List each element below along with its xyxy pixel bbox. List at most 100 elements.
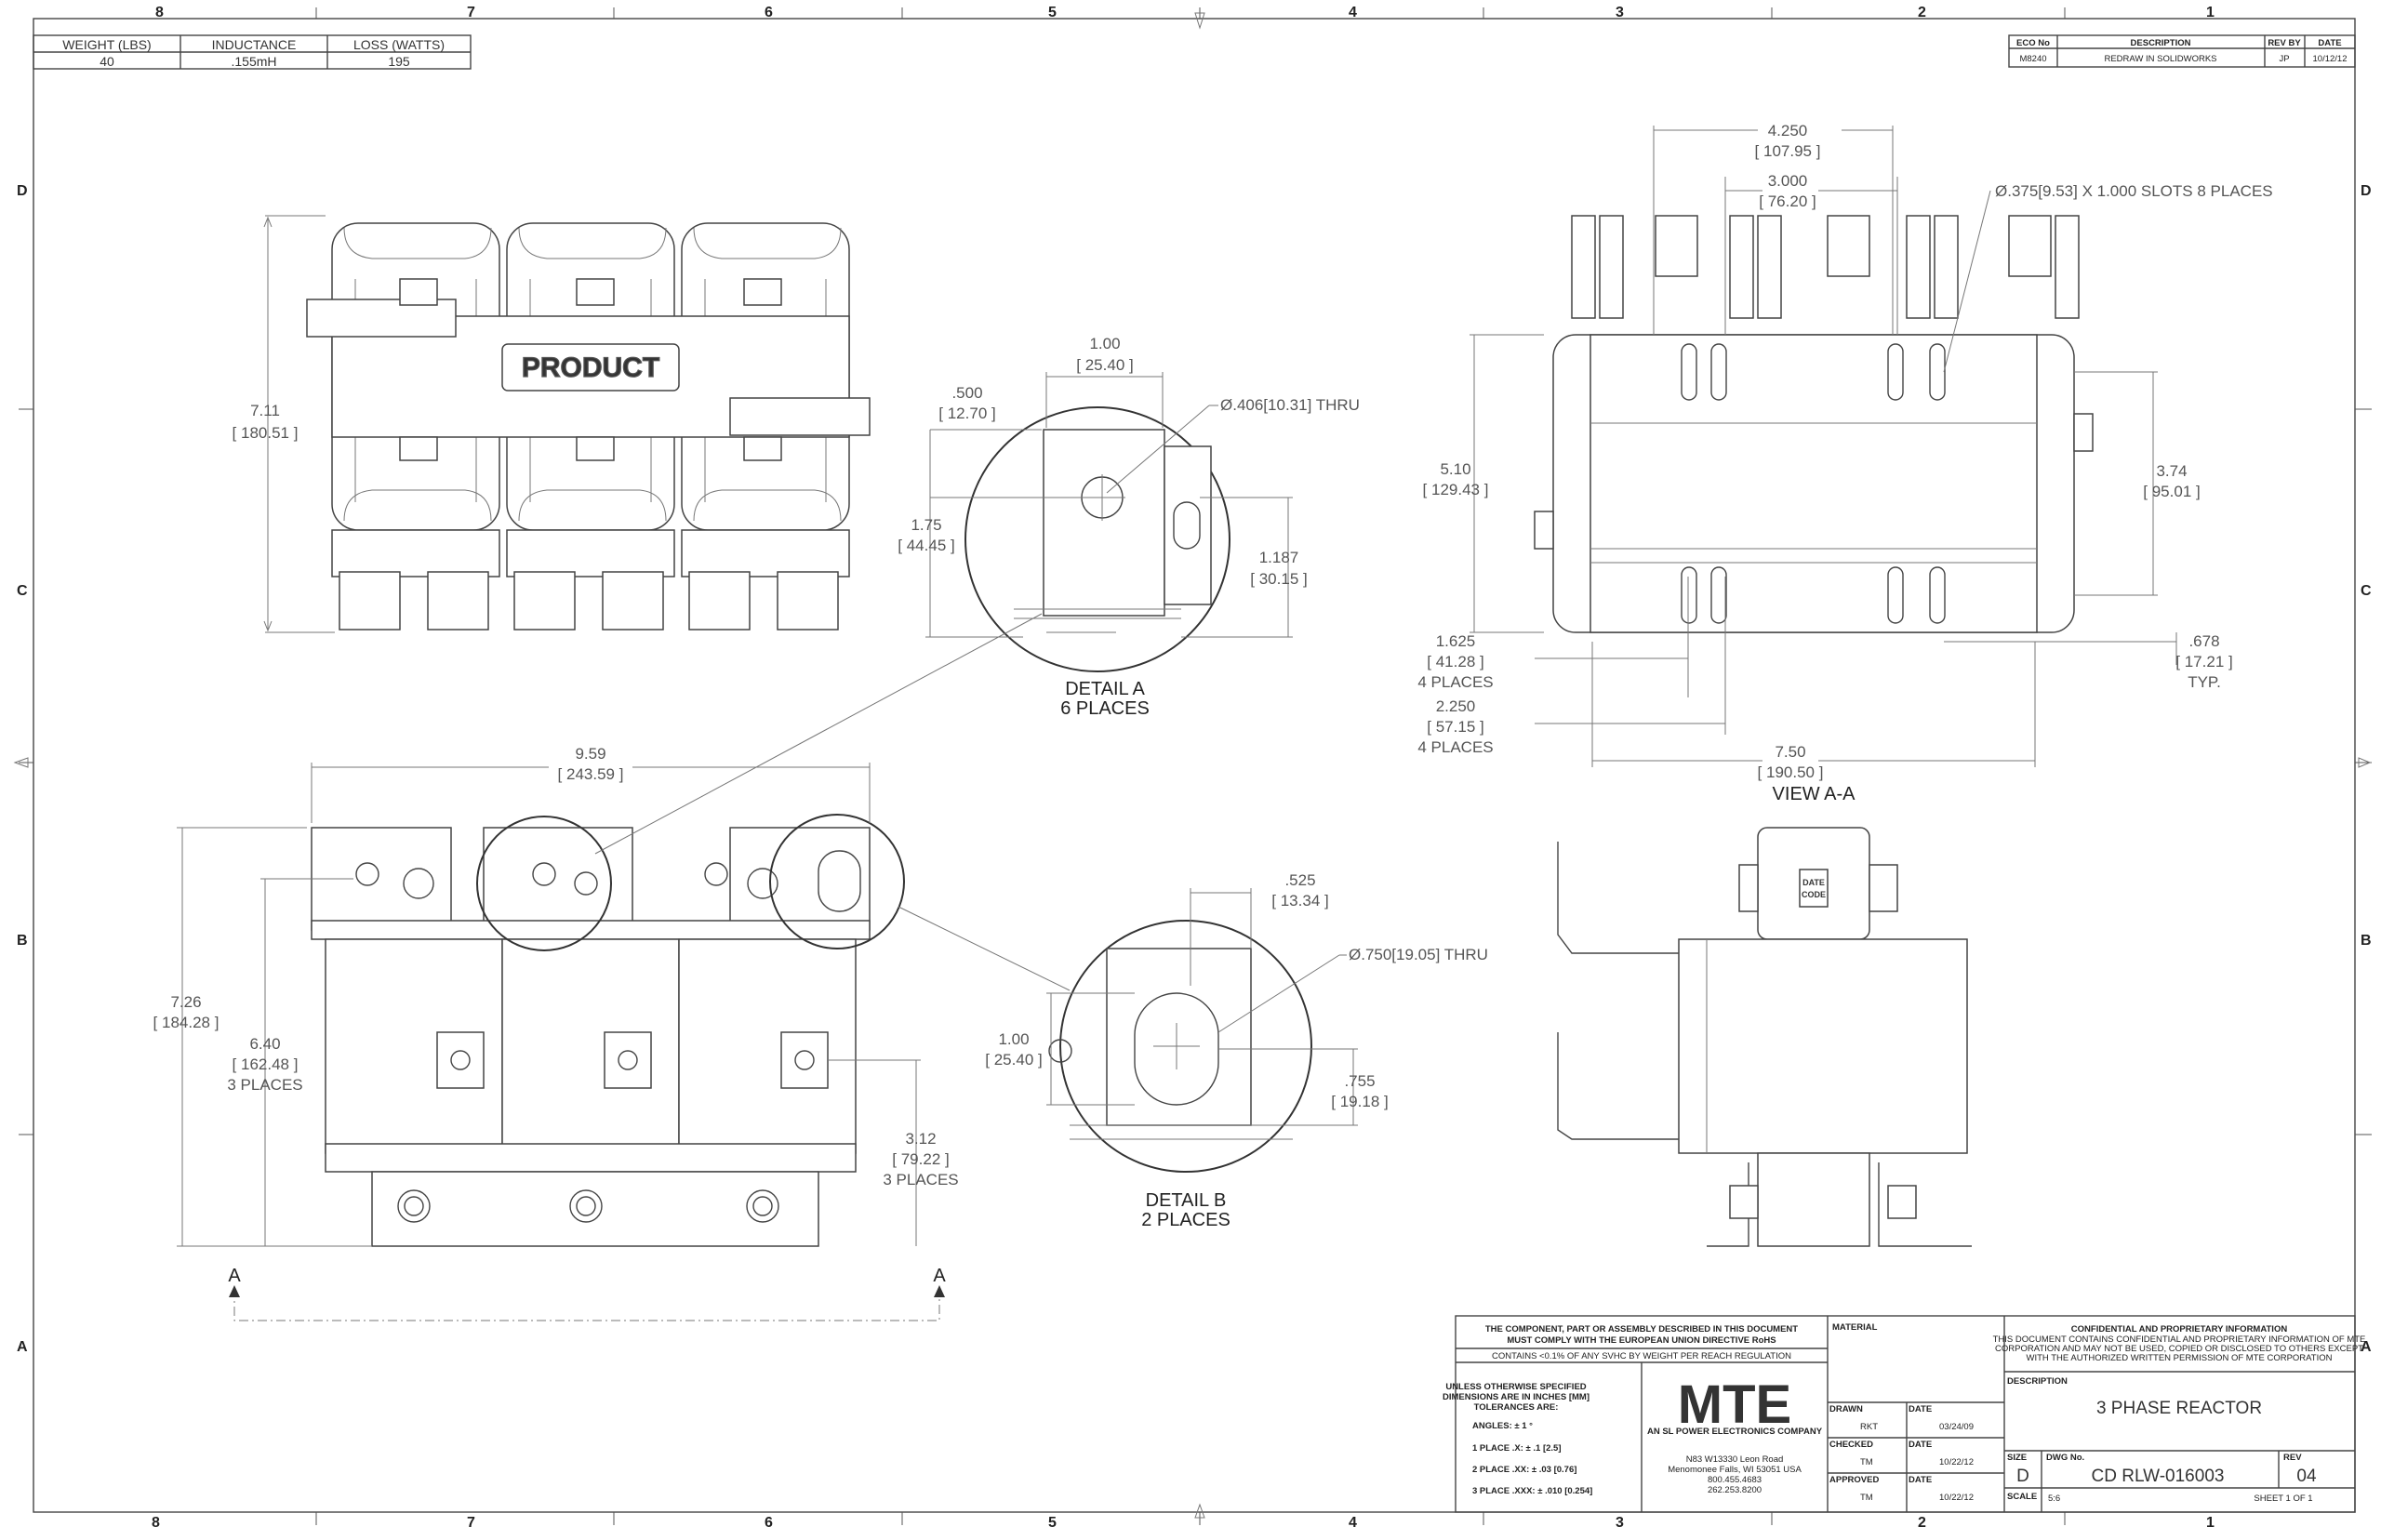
top-h2-places: 3 PLACES [227,1076,302,1094]
sheet-border [33,18,2356,1513]
mte-logo: MTE AN SL POWER ELECTRONICS COMPANY [1647,1374,1823,1437]
detail-a-dim4-in: 1.187 [1259,549,1299,566]
rev-eco-header: ECO No [2016,38,2050,48]
top-h3-in: 3.12 [905,1130,936,1148]
zone-label: 6 [765,5,773,20]
detail-b-dim3-mm: [ 19.18 ] [1331,1093,1388,1110]
zone-label: 5 [1048,5,1057,20]
view-aa-dim3-mm: [ 129.43 ] [1423,481,1489,498]
detail-b-dim3-in: .755 [1344,1072,1375,1090]
rev-by: JP [2279,54,2289,64]
front-height-mm: [ 180.51 ] [233,424,299,442]
zone-label: 2 [1918,5,1926,20]
view-aa-dim2-mm: [ 76.20 ] [1759,192,1816,210]
view-aa-dim7-in: .678 [2188,632,2219,650]
checked-label: CHECKED [1829,1440,1873,1450]
confidential-line-1: THIS DOCUMENT CONTAINS CONFIDENTIAL AND … [1993,1334,2366,1345]
revision-table: ECO No DESCRIPTION REV BY DATE M8240 RED… [2008,34,2356,68]
detail-b-title: DETAIL B [1146,1190,1227,1211]
zone-label: 4 [1349,1515,1357,1531]
rev-label: REV [2283,1453,2302,1463]
top-width-in: 9.59 [575,745,605,763]
tolerance-line-1: UNLESS OTHERWISE SPECIFIED [1445,1382,1586,1392]
rev-date: 10/12/12 [2313,54,2348,64]
zone-label: B [17,933,28,949]
logo-text: MTE [1678,1374,1791,1435]
detail-b: .525 [ 13.34 ] 1.00 [ 25.40 ] .755 [ 19.… [985,871,1488,1230]
zone-label: C [2361,583,2372,599]
zone-label: 6 [765,1515,773,1531]
top-h3-mm: [ 79.22 ] [892,1150,949,1168]
dwg-no-label: DWG No. [2046,1453,2084,1463]
zone-label: 1 [2206,5,2215,20]
date-code-1: DATE [1802,878,1825,887]
view-aa-dim5-mm: [ 41.28 ] [1427,653,1483,670]
view-aa-dim1-in: 4.250 [1768,122,1808,139]
weight-value: 40 [100,54,114,69]
phone-2: 262.253.8200 [1708,1485,1762,1495]
view-aa-dim8-in: 7.50 [1775,743,1805,761]
approved-label: APPROVED [1829,1475,1879,1485]
detail-b-places: 2 PLACES [1141,1210,1230,1230]
tolerance-3-place: 3 PLACE .XXX: ± .010 [0.254] [1472,1486,1592,1496]
zone-label: 5 [1048,1515,1057,1531]
view-aa-dim1-mm: [ 107.95 ] [1755,142,1821,160]
detail-b-dim1-in: .525 [1284,871,1315,889]
weight-header: WEIGHT (LBS) [62,37,151,52]
detail-b-hole-note: Ø.750[19.05] THRU [1349,946,1488,963]
checked-by: TM [1860,1457,1873,1467]
description-label: DESCRIPTION [2007,1376,2068,1387]
front-view: PRODUCT 7.11 [ 180.51 ] [233,215,871,633]
view-aa-dim5-note: 4 PLACES [1417,673,1493,691]
zone-label: 7 [467,5,475,20]
loss-value: 195 [388,54,410,69]
view-aa-dim3-in: 5.10 [1440,460,1470,478]
drawn-label: DRAWN [1829,1404,1863,1414]
view-aa-dim7-mm: [ 17.21 ] [2175,653,2232,670]
top-width-mm: [ 243.59 ] [558,765,624,783]
detail-a-dim2-in: .500 [951,384,982,402]
scale-value: 5:6 [2048,1494,2060,1504]
section-a-right: A [933,1266,946,1286]
rev-value: 04 [2296,1467,2317,1486]
section-a-left: A [228,1266,241,1286]
zone-label: 4 [1349,5,1357,20]
rev-eco: M8240 [2019,54,2046,64]
side-view: DATE CODE [1557,827,1972,1247]
detail-a-hole-note: Ø.406[10.31] THRU [1220,396,1360,414]
tolerance-line-2: DIMENSIONS ARE IN INCHES [MM] [1443,1392,1590,1402]
view-aa-dim6-note: 4 PLACES [1417,738,1493,756]
compliance-line-1: THE COMPONENT, PART OR ASSEMBLY DESCRIBE… [1485,1324,1798,1334]
scale-label: SCALE [2007,1492,2037,1502]
checked-date: 10/22/12 [1939,1457,1974,1467]
loss-header: LOSS (WATTS) [353,37,445,52]
zone-label: D [2361,183,2372,199]
zone-labels-side: D C B A D C B A [17,183,2372,1355]
top-h2-mm: [ 162.48 ] [233,1055,299,1073]
view-aa-title: VIEW A-A [1773,784,1856,804]
zone-label: 8 [152,1515,160,1531]
zone-ticks [13,7,2372,1525]
view-aa-dim4-mm: [ 95.01 ] [2143,483,2200,500]
tolerance-1-place: 1 PLACE .X: ± .1 [2.5] [1472,1443,1562,1454]
inductance-header: INDUCTANCE [212,37,297,52]
detail-a-title: DETAIL A [1065,679,1145,699]
drawn-date-label: DATE [1909,1404,1932,1414]
detail-a-dim3-in: 1.75 [911,516,941,534]
specs-table: WEIGHT (LBS) INDUCTANCE LOSS (WATTS) 40 … [33,34,472,70]
product-label: PRODUCT [522,352,659,383]
top-h2-in: 6.40 [249,1035,280,1053]
tolerance-2-place: 2 PLACE .XX: ± .03 [0.76] [1472,1465,1576,1475]
zone-label: 7 [467,1515,475,1531]
rev-desc: REDRAW IN SOLIDWORKS [2104,54,2216,64]
size-label: SIZE [2007,1453,2027,1463]
view-aa-dim5-in: 1.625 [1436,632,1476,650]
zone-label: 2 [1918,1515,1926,1531]
confidential-title: CONFIDENTIAL AND PROPRIETARY INFORMATION [2071,1324,2288,1334]
detail-a-dim4-mm: [ 30.15 ] [1250,570,1307,588]
approved-date-label: DATE [1909,1475,1932,1485]
top-h1-mm: [ 184.28 ] [153,1014,219,1031]
address-1: N83 W13330 Leon Road [1686,1454,1784,1465]
material-label: MATERIAL [1832,1322,1878,1333]
